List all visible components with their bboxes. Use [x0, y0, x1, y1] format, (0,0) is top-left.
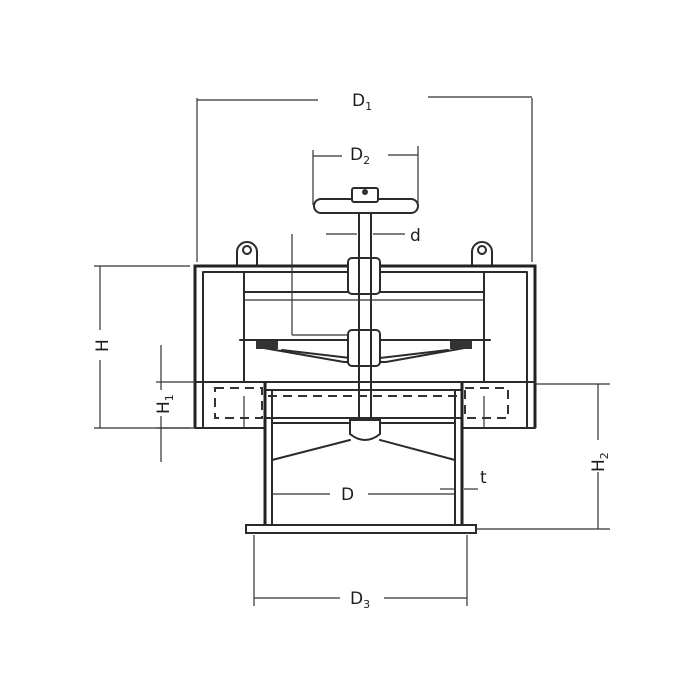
valve-body — [263, 382, 464, 529]
valve-stem — [358, 212, 372, 436]
stem-guide-lower — [349, 419, 381, 441]
lifting-lug-right — [471, 241, 493, 267]
dimension-h2: H2 — [535, 383, 611, 529]
dimension-d3: D3 — [253, 535, 468, 611]
dimension-label-h: H — [93, 339, 113, 352]
stem-guide-upper — [347, 257, 381, 295]
lifting-lug-left — [236, 241, 258, 267]
dimension-h: H — [93, 265, 190, 429]
base-flange — [245, 524, 610, 534]
dimension-label-d2: D2 — [350, 145, 370, 167]
dimension-t: t — [440, 468, 487, 490]
dimension-d2: D2 — [312, 145, 419, 205]
dimension-d1: D1 — [196, 91, 533, 262]
dimension-h1: H1 — [154, 345, 195, 462]
dimension-d: d — [326, 226, 421, 246]
dimension-label-h1: H1 — [154, 394, 176, 414]
dimension-label-d1: D1 — [352, 91, 372, 113]
dimension-label-big-d: D — [341, 485, 354, 505]
dimension-label-d3: D3 — [350, 589, 370, 611]
dimension-label-d: d — [410, 226, 421, 246]
flange-band — [194, 381, 536, 428]
valve-disc — [239, 329, 491, 367]
dimension-label-t: t — [480, 468, 487, 488]
dimension-big-d: D — [272, 485, 455, 505]
dimension-label-h2: H2 — [589, 452, 611, 472]
handwheel — [313, 187, 419, 214]
